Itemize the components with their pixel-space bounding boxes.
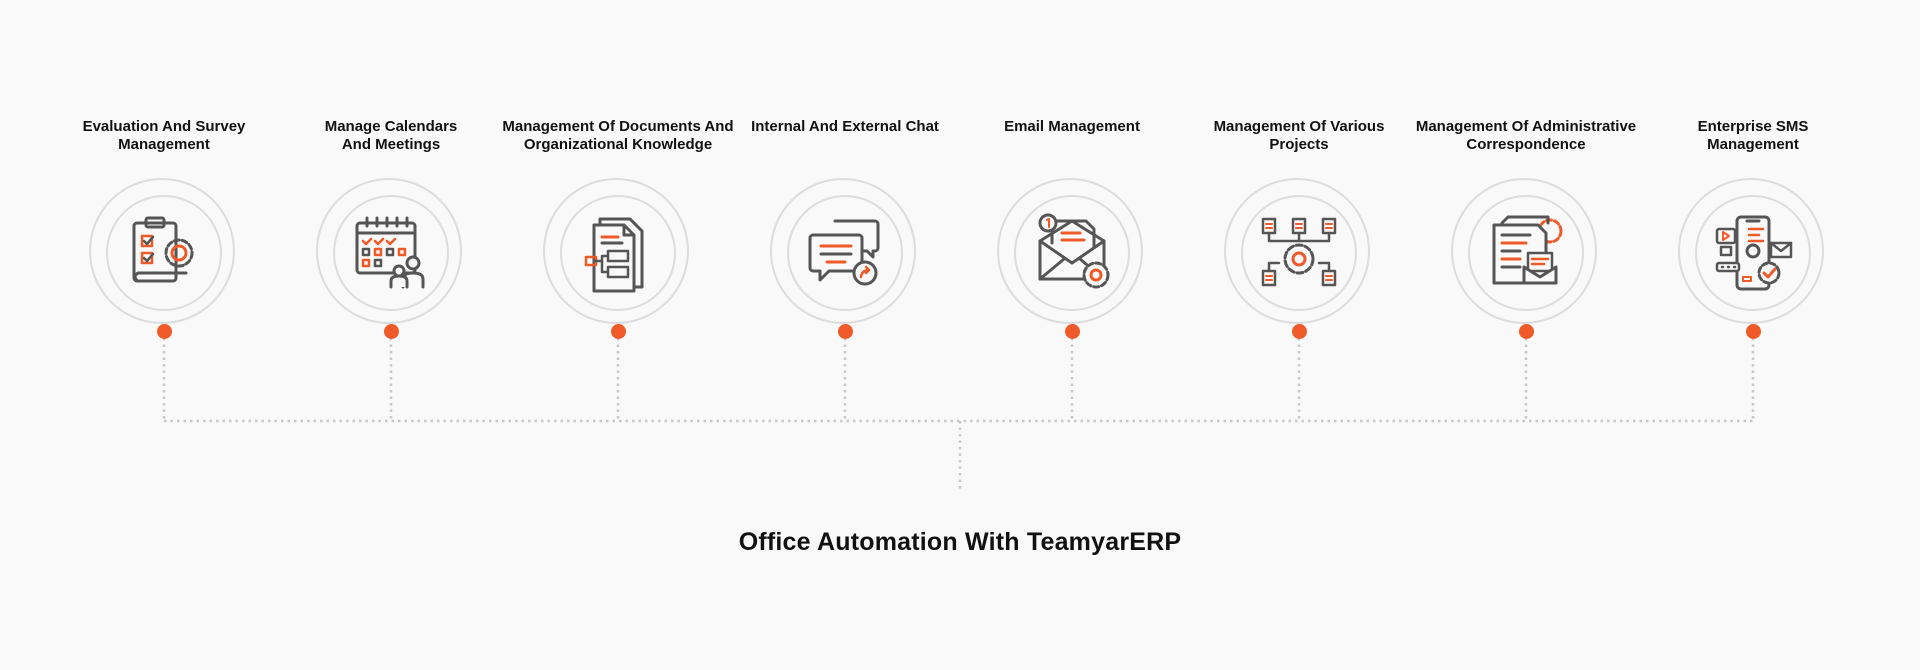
phone-messages-icon [1713, 213, 1793, 293]
outer-ring [997, 178, 1143, 324]
feature-label: Management Of Administrative Corresponde… [1415, 118, 1637, 153]
feature-label: Management Of Documents And Organization… [502, 118, 734, 153]
document-flowchart-icon [578, 213, 658, 293]
feature-label: Management Of Various Projects [1213, 118, 1385, 153]
inner-ring [787, 195, 903, 311]
letters-gear-icon [1486, 213, 1566, 293]
feature-projects: Management Of Various Projects [1179, 0, 1419, 340]
node-dot [1519, 324, 1534, 339]
feature-label: Email Management [1004, 118, 1140, 135]
inner-ring [333, 195, 449, 311]
feature-label: Evaluation And Survey Management [82, 118, 246, 153]
clipboard-gear-icon [124, 213, 204, 293]
feature-evaluation-survey: Evaluation And Survey Management [44, 0, 284, 340]
inner-ring [106, 195, 222, 311]
feature-calendars-meetings: Manage Calendars And Meetings [271, 0, 511, 340]
envelope-gear-icon [1032, 213, 1112, 293]
inner-ring [560, 195, 676, 311]
feature-sms: Enterprise SMS Management [1633, 0, 1873, 340]
node-dot [384, 324, 399, 339]
feature-chat: Internal And External Chat [725, 0, 965, 340]
outer-ring [316, 178, 462, 324]
feature-label: Enterprise SMS Management [1697, 118, 1809, 153]
outer-ring [1224, 178, 1370, 324]
feature-label: Internal And External Chat [751, 118, 939, 135]
calendar-people-icon [351, 213, 431, 293]
feature-email: Email Management [952, 0, 1192, 340]
outer-ring [770, 178, 916, 324]
outer-ring [1451, 178, 1597, 324]
outer-ring [1678, 178, 1824, 324]
main-title: Office Automation With TeamyarERP [738, 528, 1182, 556]
feature-documents-knowledge: Management Of Documents And Organization… [498, 0, 738, 340]
gear-network-icon [1259, 213, 1339, 293]
outer-ring [543, 178, 689, 324]
feature-label: Manage Calendars And Meetings [324, 118, 458, 153]
chat-bubbles-icon [805, 213, 885, 293]
node-dot [611, 324, 626, 339]
inner-ring [1468, 195, 1584, 311]
outer-ring [89, 178, 235, 324]
node-dot [1746, 324, 1761, 339]
inner-ring [1695, 195, 1811, 311]
node-dot [1292, 324, 1307, 339]
feature-correspondence: Management Of Administrative Corresponde… [1406, 0, 1646, 340]
node-dot [838, 324, 853, 339]
inner-ring [1241, 195, 1357, 311]
node-dot [1065, 324, 1080, 339]
node-dot [157, 324, 172, 339]
inner-ring [1014, 195, 1130, 311]
